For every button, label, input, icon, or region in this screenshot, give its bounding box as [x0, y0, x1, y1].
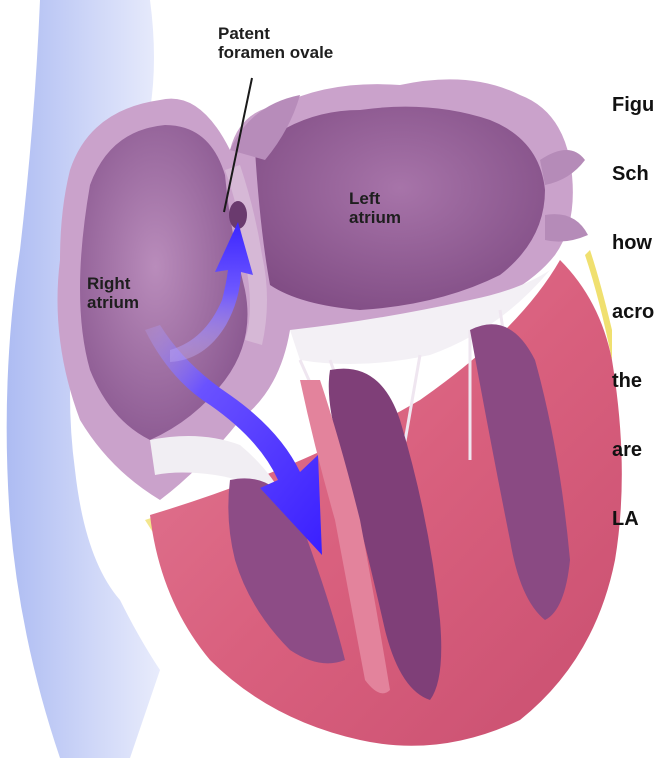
- caption-line: Figu: [612, 94, 661, 117]
- figure-caption: Figu Sch how acro the are LA: [612, 48, 661, 577]
- caption-line: the: [612, 370, 661, 393]
- caption-line: Sch: [612, 163, 661, 186]
- label-left-atrium-line2: atrium: [349, 208, 401, 227]
- label-right-atrium-line1: Right: [87, 274, 130, 293]
- caption-line: are: [612, 439, 661, 462]
- label-patent-foramen-ovale-line1: Patent: [218, 24, 270, 43]
- caption-line: how: [612, 232, 661, 255]
- label-right-atrium-line2: atrium: [87, 293, 139, 312]
- label-patent-foramen-ovale-line2: foramen ovale: [218, 43, 333, 62]
- label-left-atrium-line1: Left: [349, 189, 380, 208]
- pulmonary-vein-2: [545, 214, 588, 242]
- caption-line: acro: [612, 301, 661, 324]
- caption-line: LA: [612, 508, 661, 531]
